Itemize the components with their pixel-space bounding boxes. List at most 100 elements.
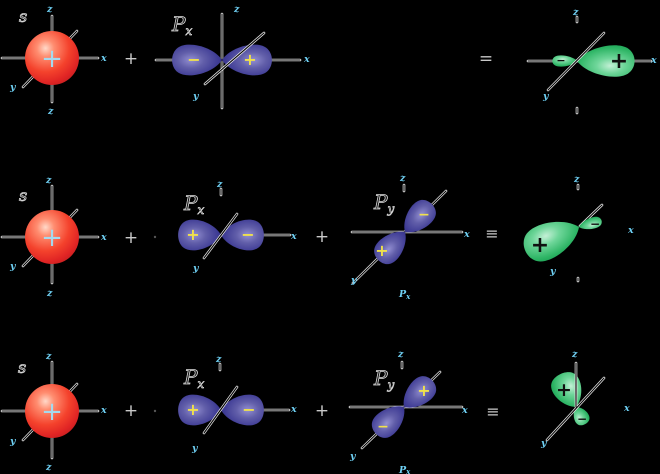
s-sphere-row2 xyxy=(25,210,79,264)
px-orbital-label: Px xyxy=(183,365,204,391)
y-axis-label: y xyxy=(192,263,200,274)
px-diagonal-core-row1 xyxy=(204,32,265,85)
x-axis-label: x xyxy=(290,231,297,242)
px-right-sign: + xyxy=(243,50,256,69)
s-orbital-label: s xyxy=(19,7,27,26)
py-lower-sign: + xyxy=(375,241,388,260)
s-orbital-row3: + s z x y z xyxy=(0,351,107,473)
hybrid-big-lobe xyxy=(518,210,587,268)
row2: + s z x y z + + − Px z x y + xyxy=(0,173,634,301)
py-upper-sign: − xyxy=(418,207,430,223)
x-axis-label: x xyxy=(100,53,107,64)
x-axis-label: x xyxy=(463,229,470,240)
px-right-sign: − xyxy=(241,225,254,244)
z-axis-bottom-label: z xyxy=(47,106,54,117)
z-axis-label: z xyxy=(46,4,53,15)
z-axis-label: z xyxy=(572,7,579,18)
py-lower-sign: − xyxy=(377,419,389,435)
z-axis-label: z xyxy=(233,4,240,15)
hybrid-orbital-row1: + − z x y xyxy=(526,7,657,115)
y-axis-label: y xyxy=(549,266,557,277)
px-orbital-row1: − + Px z x y xyxy=(154,4,310,110)
s-orbital-row2: + s z x y z xyxy=(0,175,107,299)
s-orbital-label: s xyxy=(18,358,26,377)
y-axis-label: y xyxy=(540,438,548,449)
y-axis-label: y xyxy=(9,436,17,447)
dot xyxy=(153,235,157,239)
y-axis-label: y xyxy=(9,82,17,93)
s-sphere-row1 xyxy=(25,31,79,85)
s-sphere-sign: + xyxy=(41,44,63,74)
hybrid-small-sign: − xyxy=(590,217,600,231)
z-axis-bottom-label: z xyxy=(46,288,53,299)
py-orbital-row2: − + Py z x y Px xyxy=(350,173,470,301)
hybrid-small-sign: − xyxy=(577,412,587,426)
hybrid-axes-core-row2 xyxy=(577,184,603,282)
s-sphere-sign: + xyxy=(41,223,63,253)
dot xyxy=(153,409,157,413)
y-axis-label: y xyxy=(9,261,17,272)
py-orbital-row3: + − Py z x y Px xyxy=(348,349,468,474)
px-diagonal-core-row3 xyxy=(203,386,238,434)
px-orbital-label: Px xyxy=(183,191,204,217)
py-orbital-label: Py xyxy=(373,366,394,392)
x-axis-label: x xyxy=(303,54,310,65)
y-axis-label: y xyxy=(349,451,357,462)
y-axis-label: y xyxy=(192,91,200,102)
equiv-operator: ≡ xyxy=(486,402,499,421)
hybrid-diagonal-core-row1 xyxy=(547,32,605,91)
px-axis-caption: Px xyxy=(398,465,411,474)
px-axes-core-row2 xyxy=(220,188,291,236)
px-orbital-label: Px xyxy=(171,12,192,38)
hybrid-axes-core-row3 xyxy=(546,362,605,441)
px-left-sign: + xyxy=(186,225,199,244)
px-diagonal-core-row2 xyxy=(203,213,238,259)
py-upper-sign: + xyxy=(417,381,430,400)
row3: + s z x y z + + − Px z x y + xyxy=(0,349,630,474)
z-axis-label: z xyxy=(215,354,222,365)
hybrid-orbital-row2: + − z x y xyxy=(518,174,634,283)
plus-operator: + xyxy=(315,401,329,421)
x-axis-label: x xyxy=(627,225,634,236)
hybrid-small-sign: − xyxy=(556,54,565,67)
hybrid-big-sign: + xyxy=(610,49,628,74)
px-left-sign: + xyxy=(186,400,199,419)
px-left-sign: − xyxy=(187,50,200,69)
plus-operator: + xyxy=(124,401,138,421)
x-axis-label: x xyxy=(290,404,297,415)
y-axis-label: y xyxy=(350,275,358,286)
z-axis-label: z xyxy=(571,349,578,360)
plus-operator: + xyxy=(124,228,138,248)
x-axis-label: x xyxy=(100,405,107,416)
equals-operator: = xyxy=(479,49,493,69)
s-sphere-row3 xyxy=(25,384,79,438)
z-axis-label: z xyxy=(216,179,223,190)
x-axis-label: x xyxy=(100,232,107,243)
y-axis-label: y xyxy=(191,443,199,454)
s-orbital-row1: + s z x y z xyxy=(0,4,107,117)
px-orbital-row2: + − Px z x y xyxy=(178,179,297,274)
s-orbital-label: s xyxy=(19,186,27,205)
equiv-operator: ≡ xyxy=(485,224,498,243)
hybrid-big-sign: + xyxy=(531,233,549,258)
z-axis-label: z xyxy=(45,351,52,362)
z-axis-label: z xyxy=(573,174,580,185)
s-sphere-sign: + xyxy=(41,397,63,427)
y-axis-label: y xyxy=(542,91,550,102)
hybrid-axes-row2 xyxy=(576,183,604,283)
plus-operator: + xyxy=(315,227,329,247)
x-axis-label: x xyxy=(461,405,468,416)
hybrid-orbital-row3: + − z x y xyxy=(540,349,630,449)
hybrid-big-sign: + xyxy=(556,379,572,401)
z-axis-label: z xyxy=(399,173,406,184)
px-orbital-row3: + − Px z x y xyxy=(178,354,297,454)
x-axis-label: x xyxy=(623,403,630,414)
z-axis-label: z xyxy=(397,349,404,360)
row1: + s z x y z + − + Px z x y = xyxy=(0,4,657,117)
px-right-sign: − xyxy=(242,400,255,419)
x-axis-label: x xyxy=(650,55,657,66)
z-axis-bottom-label: z xyxy=(45,462,52,473)
plus-operator: + xyxy=(124,49,138,69)
